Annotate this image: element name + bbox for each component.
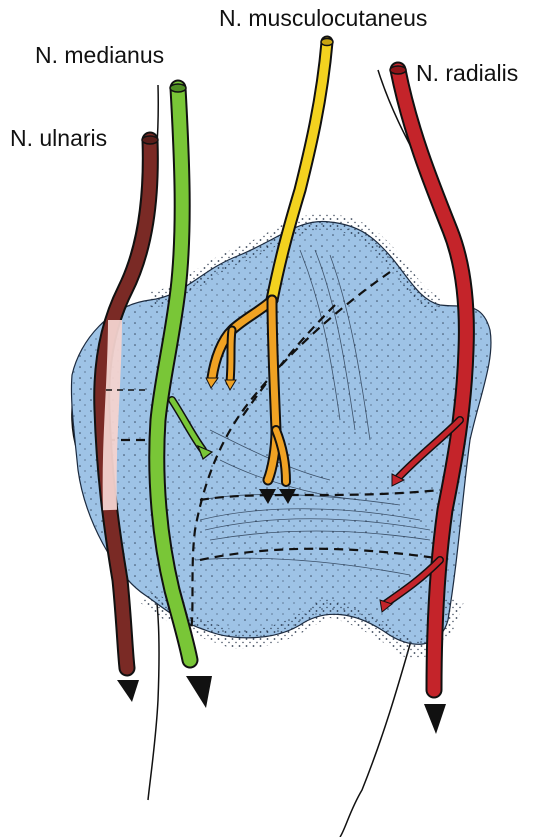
radialis-arrowhead-icon — [424, 704, 446, 734]
n-ulnaris-branch — [110, 320, 115, 510]
ulnaris-arrowhead-icon — [117, 680, 139, 702]
medianus-arrowhead-icon — [186, 676, 212, 708]
label-n-musculocutaneus: N. musculocutaneus — [219, 7, 427, 30]
label-n-medianus: N. medianus — [35, 44, 164, 67]
label-n-radialis: N. radialis — [416, 62, 518, 85]
label-n-ulnaris: N. ulnaris — [10, 127, 107, 150]
